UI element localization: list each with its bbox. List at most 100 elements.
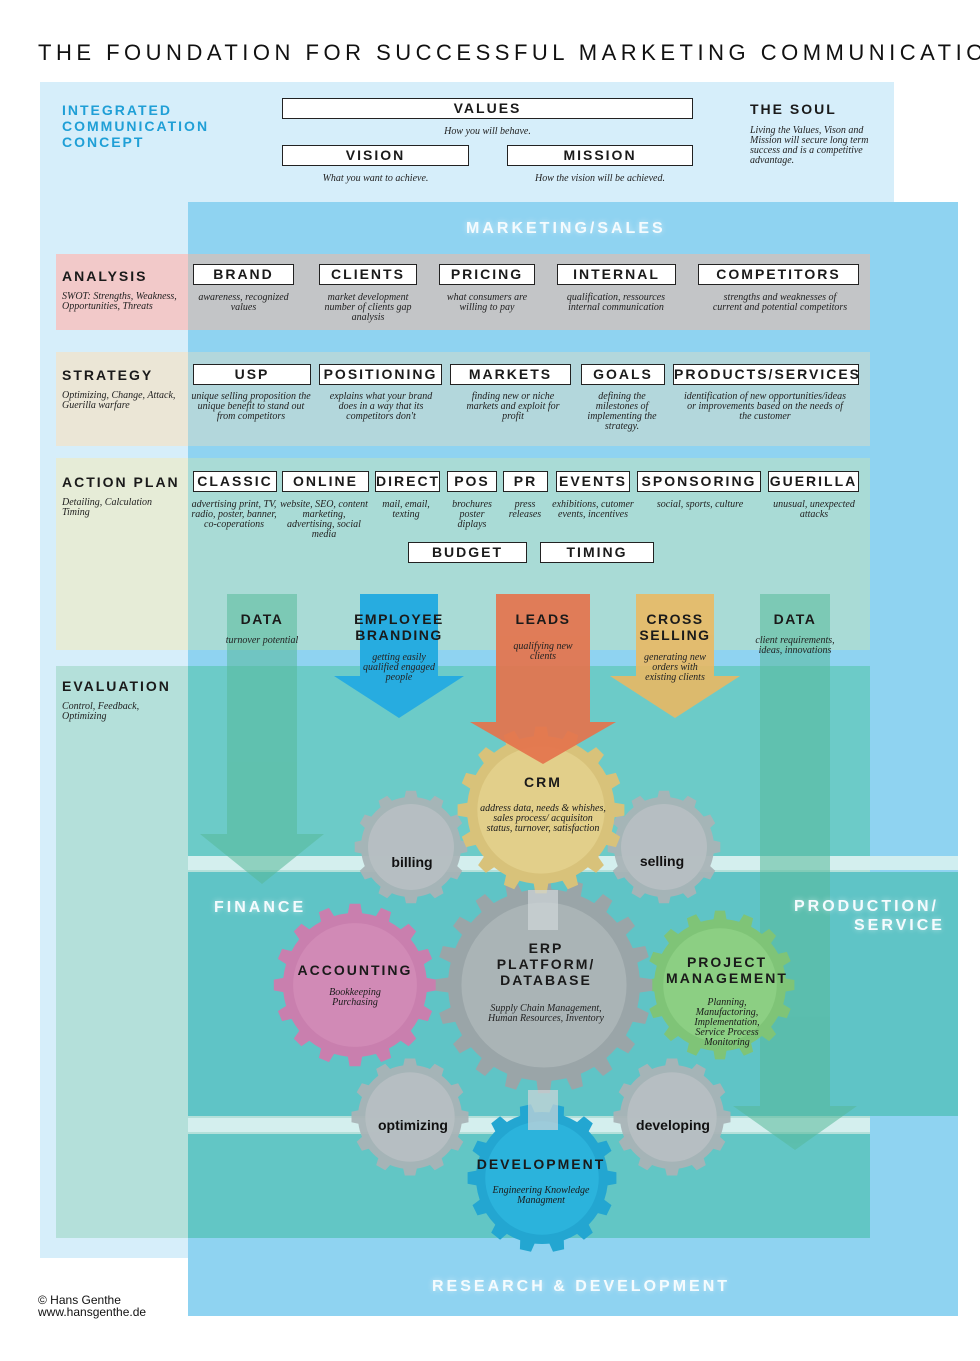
selling-gear-label: selling xyxy=(639,853,685,869)
analysis-item-internal: INTERNAL xyxy=(557,264,676,285)
analysis-desc-competitors: strengths and weaknesses of current and … xyxy=(712,292,848,313)
strategy-item-markets: MARKETS xyxy=(450,364,571,385)
cross-selling-title: CROSS SELLING xyxy=(639,611,711,643)
action-desc-pr: press releases xyxy=(508,499,542,520)
optimizing-gear-face xyxy=(365,1072,455,1162)
evaluation-label: EVALUATION xyxy=(62,678,171,694)
timing-box: TIMING xyxy=(540,542,654,563)
action-sub: Detailing, Calculation Timing xyxy=(62,497,152,518)
action-item-pos: POS xyxy=(447,471,497,492)
production-heading-line1: PRODUCTION/ xyxy=(794,898,939,915)
budget-box: BUDGET xyxy=(408,542,527,563)
analysis-desc-brand: awareness, recognized values xyxy=(198,292,289,313)
connector-bar xyxy=(528,890,558,930)
strategy-desc-goals: defining the milestones of implementing … xyxy=(587,391,657,432)
erp-gear-label: ERP PLATFORM/ DATABASE xyxy=(488,940,604,988)
mission-caption: How the vision will be achieved. xyxy=(535,173,665,184)
action-item-online: ONLINE xyxy=(282,471,369,492)
development-gear-face xyxy=(485,1121,599,1235)
concept-label: INTEGRATED COMMUNICATION CONCEPT xyxy=(62,102,210,150)
analysis-sub: SWOT: Strengths, Weakness, Opportunities… xyxy=(62,291,177,312)
evaluation-sub: Control, Feedback, Optimizing xyxy=(62,701,140,722)
billing-gear-face xyxy=(368,804,454,890)
action-label: ACTION PLAN xyxy=(62,474,180,490)
strategy-desc-products: identification of new opportunities/idea… xyxy=(684,391,846,422)
project-gear-face xyxy=(663,928,777,1042)
accounting-title: ACCOUNTING xyxy=(297,962,413,978)
page-title: THE FOUNDATION FOR SUCCESSFUL MARKETING … xyxy=(38,40,980,65)
erp-gear-face xyxy=(461,902,627,1068)
marketing-sales-heading: MARKETING/SALES xyxy=(466,220,666,237)
developing-gear-label: developing xyxy=(636,1117,710,1133)
erp-title: ERP PLATFORM/ DATABASE xyxy=(496,940,596,988)
action-desc-classic: advertising print, TV, radio, poster, ba… xyxy=(191,499,277,530)
development-gear-label: DEVELOPMENT Engineering Knowledge Managm… xyxy=(476,1156,606,1206)
leads-arrow xyxy=(470,594,616,764)
copyright-url: www.hansgenthe.de xyxy=(38,1305,147,1319)
strategy-sub: Optimizing, Change, Attack, Guerilla war… xyxy=(62,390,176,411)
strategy-desc-markets: finding new or niche markets and exploit… xyxy=(466,391,560,422)
employee-arrow xyxy=(334,594,464,718)
employee-desc: getting easily qualified engaged people xyxy=(363,652,435,683)
developing-gear-face xyxy=(627,1072,717,1162)
analysis-item-pricing: PRICING xyxy=(439,264,535,285)
crm-title: CRM xyxy=(524,774,562,790)
action-item-classic: CLASSIC xyxy=(193,471,277,492)
crm-desc: address data, needs & whishes, sales pro… xyxy=(480,803,606,834)
strategy-item-products: PRODUCTS/SERVICES xyxy=(673,364,859,385)
cross-selling-arrow xyxy=(610,594,740,718)
connector-bar xyxy=(528,1090,558,1130)
values-caption: How you will behave. xyxy=(444,126,531,137)
accounting-desc: Bookkeeping Purchasing xyxy=(329,987,381,1008)
crm-gear-label: CRM address data, needs & whishes, sales… xyxy=(480,774,606,834)
action-desc-sponsoring: social, sports, culture xyxy=(656,499,744,510)
leads-desc: qualifying new clients xyxy=(513,641,573,662)
data-right-arrow xyxy=(733,594,857,1150)
selling-gear-face xyxy=(621,804,707,890)
project-title: PROJECT MANAGEMENT xyxy=(666,954,788,986)
action-item-sponsoring: SPONSORING xyxy=(637,471,761,492)
analysis-desc-pricing: what consumers are willing to pay xyxy=(446,292,528,313)
action-desc-events: exhibitions, cutomer events, incentives xyxy=(552,499,634,520)
action-item-guerilla: GUERILLA xyxy=(768,471,859,492)
employee-title: EMPLOYEE BRANDING xyxy=(354,611,444,643)
data-left-title: DATA xyxy=(240,611,284,627)
soul-text: Living the Values, Vison and Mission wil… xyxy=(750,125,869,166)
accounting-gear-label: ACCOUNTING Bookkeeping Purchasing xyxy=(290,962,420,1008)
data-left-arrow xyxy=(200,594,324,884)
production-heading-line2: SERVICE xyxy=(854,917,945,934)
data-right-desc: client requirements, ideas, innovations xyxy=(755,635,835,656)
values-box: VALUES xyxy=(282,98,693,119)
copyright: © Hans Genthe www.hansgenthe.de xyxy=(38,1294,146,1318)
action-desc-online: website, SEO, content marketing, adverti… xyxy=(280,499,368,540)
action-desc-pos: brochures poster diplays xyxy=(452,499,492,530)
action-item-direct: DIRECT xyxy=(375,471,440,492)
analysis-item-brand: BRAND xyxy=(193,264,294,285)
analysis-label: ANALYSIS xyxy=(62,268,148,284)
accounting-gear-face xyxy=(293,923,417,1047)
action-label-area xyxy=(56,458,188,650)
action-desc-direct: mail, email, texting xyxy=(382,499,430,520)
analysis-desc-clients: market development number of clients gap… xyxy=(324,292,412,323)
project-gear-label: PROJECT MANAGEMENT Planning, Manufactori… xyxy=(660,954,794,1048)
mission-box: MISSION xyxy=(507,145,693,166)
vision-caption: What you want to achieve. xyxy=(322,173,429,184)
copyright-name: © Hans Genthe xyxy=(38,1293,121,1307)
analysis-item-competitors: COMPETITORS xyxy=(698,264,859,285)
analysis-label-area xyxy=(56,254,188,330)
optimizing-gear-label: optimizing xyxy=(378,1117,448,1133)
strategy-item-positioning: POSITIONING xyxy=(319,364,442,385)
data-left-desc: turnover potential xyxy=(225,635,299,646)
analysis-desc-internal: qualification, ressources internal commu… xyxy=(566,292,666,313)
action-desc-guerilla: unusual, unexpected attacks xyxy=(773,499,855,520)
analysis-item-clients: CLIENTS xyxy=(319,264,417,285)
leads-title: LEADS xyxy=(515,611,571,627)
cross-selling-desc: generating new orders with existing clie… xyxy=(644,652,706,683)
finance-heading: FINANCE xyxy=(214,899,307,916)
soul-title: THE SOUL xyxy=(750,101,837,117)
project-desc: Planning, Manufactoring, Implementation,… xyxy=(694,997,760,1048)
strategy-label: STRATEGY xyxy=(62,367,154,383)
strategy-item-goals: GOALS xyxy=(581,364,665,385)
data-right-title: DATA xyxy=(773,611,817,627)
